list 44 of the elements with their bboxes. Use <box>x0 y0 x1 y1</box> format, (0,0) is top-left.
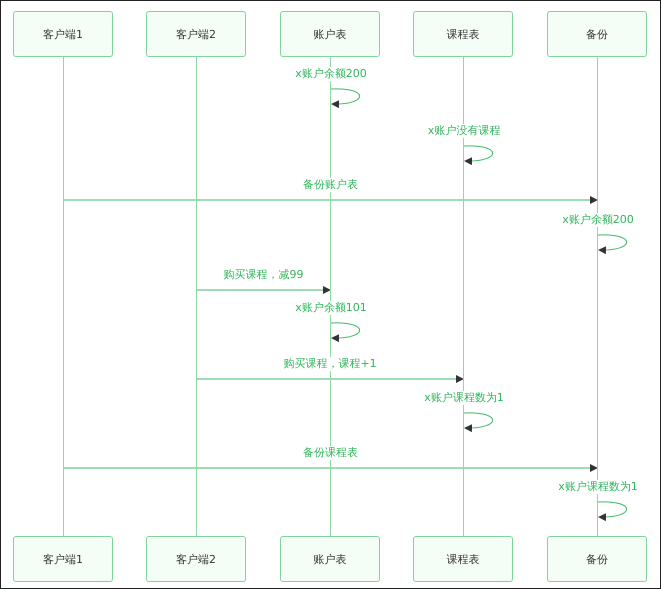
participant-box <box>13 536 113 582</box>
message-arrow <box>64 464 598 472</box>
message-label: x账户课程数为1 <box>557 480 639 494</box>
participant-name: 客户端1 <box>43 552 83 566</box>
self-message-arrow <box>330 88 360 108</box>
participant-name: 账户表 <box>314 26 346 42</box>
message-label: 购买课程，减99 <box>222 268 304 282</box>
lifeline <box>196 57 197 536</box>
message-arrow <box>196 375 464 383</box>
message-label: x账户没有课程 <box>426 124 502 138</box>
message-label: x账户余额200 <box>294 67 368 81</box>
participant-name: 客户端2 <box>176 552 216 566</box>
participant-name: 客户端1 <box>43 26 83 42</box>
message-label: x账户余额101 <box>294 301 368 315</box>
message-arrow <box>64 196 598 204</box>
participant-name: 账户表 <box>314 552 346 566</box>
participant-name: 备份 <box>586 26 608 42</box>
self-message-arrow <box>598 234 628 254</box>
self-message-arrow <box>464 145 494 165</box>
message-label: x账户课程数为1 <box>423 391 505 405</box>
message-label: 购买课程，课程+1 <box>282 357 378 371</box>
participant-box <box>146 11 246 57</box>
lifeline <box>63 57 64 536</box>
participant-name: 课程表 <box>446 26 480 42</box>
self-message-arrow <box>598 501 628 521</box>
participant-name: 备份 <box>586 552 608 566</box>
participant-box <box>280 11 380 57</box>
participant-box <box>13 11 113 57</box>
message-label: 备份课程表 <box>302 446 359 460</box>
participant-box <box>146 536 246 582</box>
participant-box <box>280 536 380 582</box>
message-label: x账户余额200 <box>561 213 635 227</box>
message-arrow <box>196 286 331 294</box>
lifeline <box>597 57 598 536</box>
lifeline <box>463 57 464 536</box>
self-message-arrow <box>330 322 360 342</box>
participant-box <box>413 11 513 57</box>
participant-name: 客户端2 <box>176 26 216 42</box>
message-label: 备份账户表 <box>302 178 359 192</box>
participant-box <box>547 11 647 57</box>
participant-box <box>547 536 647 582</box>
participant-name: 课程表 <box>446 552 480 566</box>
self-message-arrow <box>464 412 494 432</box>
participant-box <box>413 536 513 582</box>
